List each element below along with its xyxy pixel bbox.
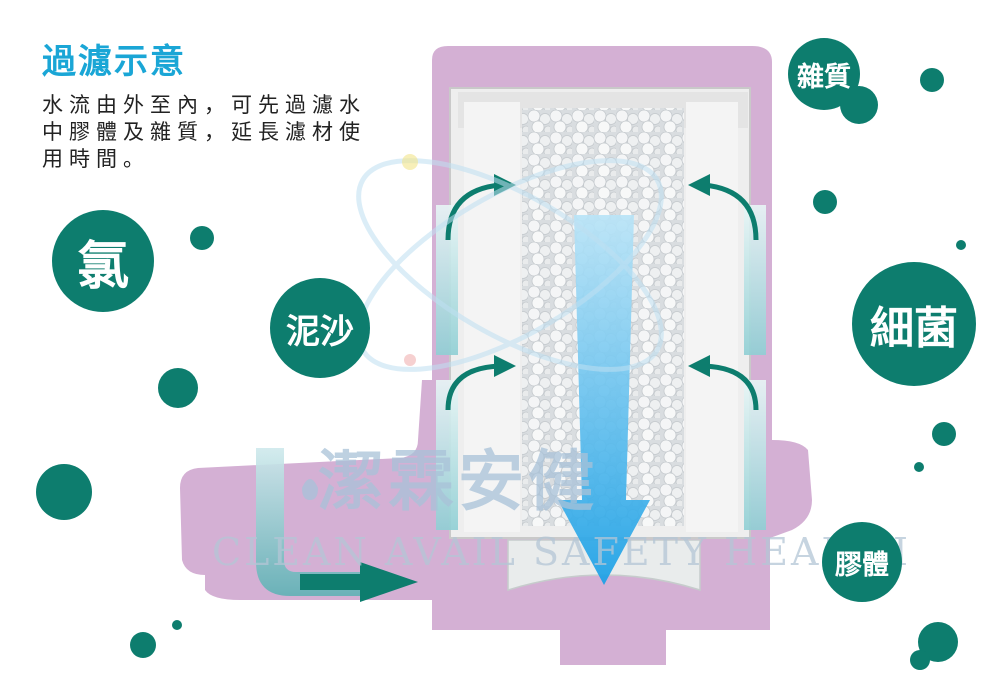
decorative-dot — [840, 86, 878, 124]
atom-dot-icon — [404, 354, 416, 366]
chlorine-bubble: 氯 — [52, 210, 154, 312]
atom-dot-icon — [402, 154, 418, 170]
chlorine-label: 氯 — [76, 236, 129, 297]
decorative-dot — [956, 240, 966, 250]
decorative-dot — [36, 464, 92, 520]
decorative-dot — [172, 620, 182, 630]
decorative-dot — [130, 632, 156, 658]
colloid-bubble: 膠體 — [822, 522, 902, 602]
decorative-dot — [910, 650, 930, 670]
right-filter-wall — [686, 102, 738, 532]
impurities-bubble: 雜質 — [788, 38, 860, 110]
colloid-label: 膠體 — [835, 549, 889, 581]
diagram-title: 過濾示意 — [42, 42, 186, 82]
impurities-label: 雜質 — [797, 61, 851, 93]
inlet-arrow — [360, 562, 418, 602]
central-flow-arrow — [558, 215, 650, 585]
mud-sand-label: 泥沙 — [286, 311, 354, 352]
left-flow-channel — [436, 205, 458, 355]
water-drop-icon — [302, 479, 318, 500]
decorative-dot — [190, 226, 214, 250]
inflow-arrows — [445, 182, 759, 411]
right-flow-channel — [744, 205, 766, 355]
decorative-dot — [813, 190, 837, 214]
inlet-pipe — [256, 448, 360, 596]
decorative-dot — [932, 422, 956, 446]
watermark-chinese: 潔霖安健 — [318, 443, 598, 520]
decorative-dot — [158, 368, 198, 408]
bacteria-label: 細菌 — [870, 303, 958, 354]
right-flow-channel-lower — [744, 380, 766, 530]
decorative-dot — [920, 68, 944, 92]
diagram-description: 水流由外至內，可先過濾水中膠體及雜質，延長濾材使用時間。 — [42, 93, 366, 171]
watermark-english: CLEAN AVAIL SAFETY HEALTH — [212, 530, 912, 574]
inlet-arrow-shaft — [300, 574, 364, 590]
left-flow-channel-lower — [436, 380, 458, 530]
bacteria-bubble: 細菌 — [852, 262, 976, 386]
decorative-dot — [914, 462, 924, 472]
mud-sand-bubble: 泥沙 — [270, 278, 370, 378]
